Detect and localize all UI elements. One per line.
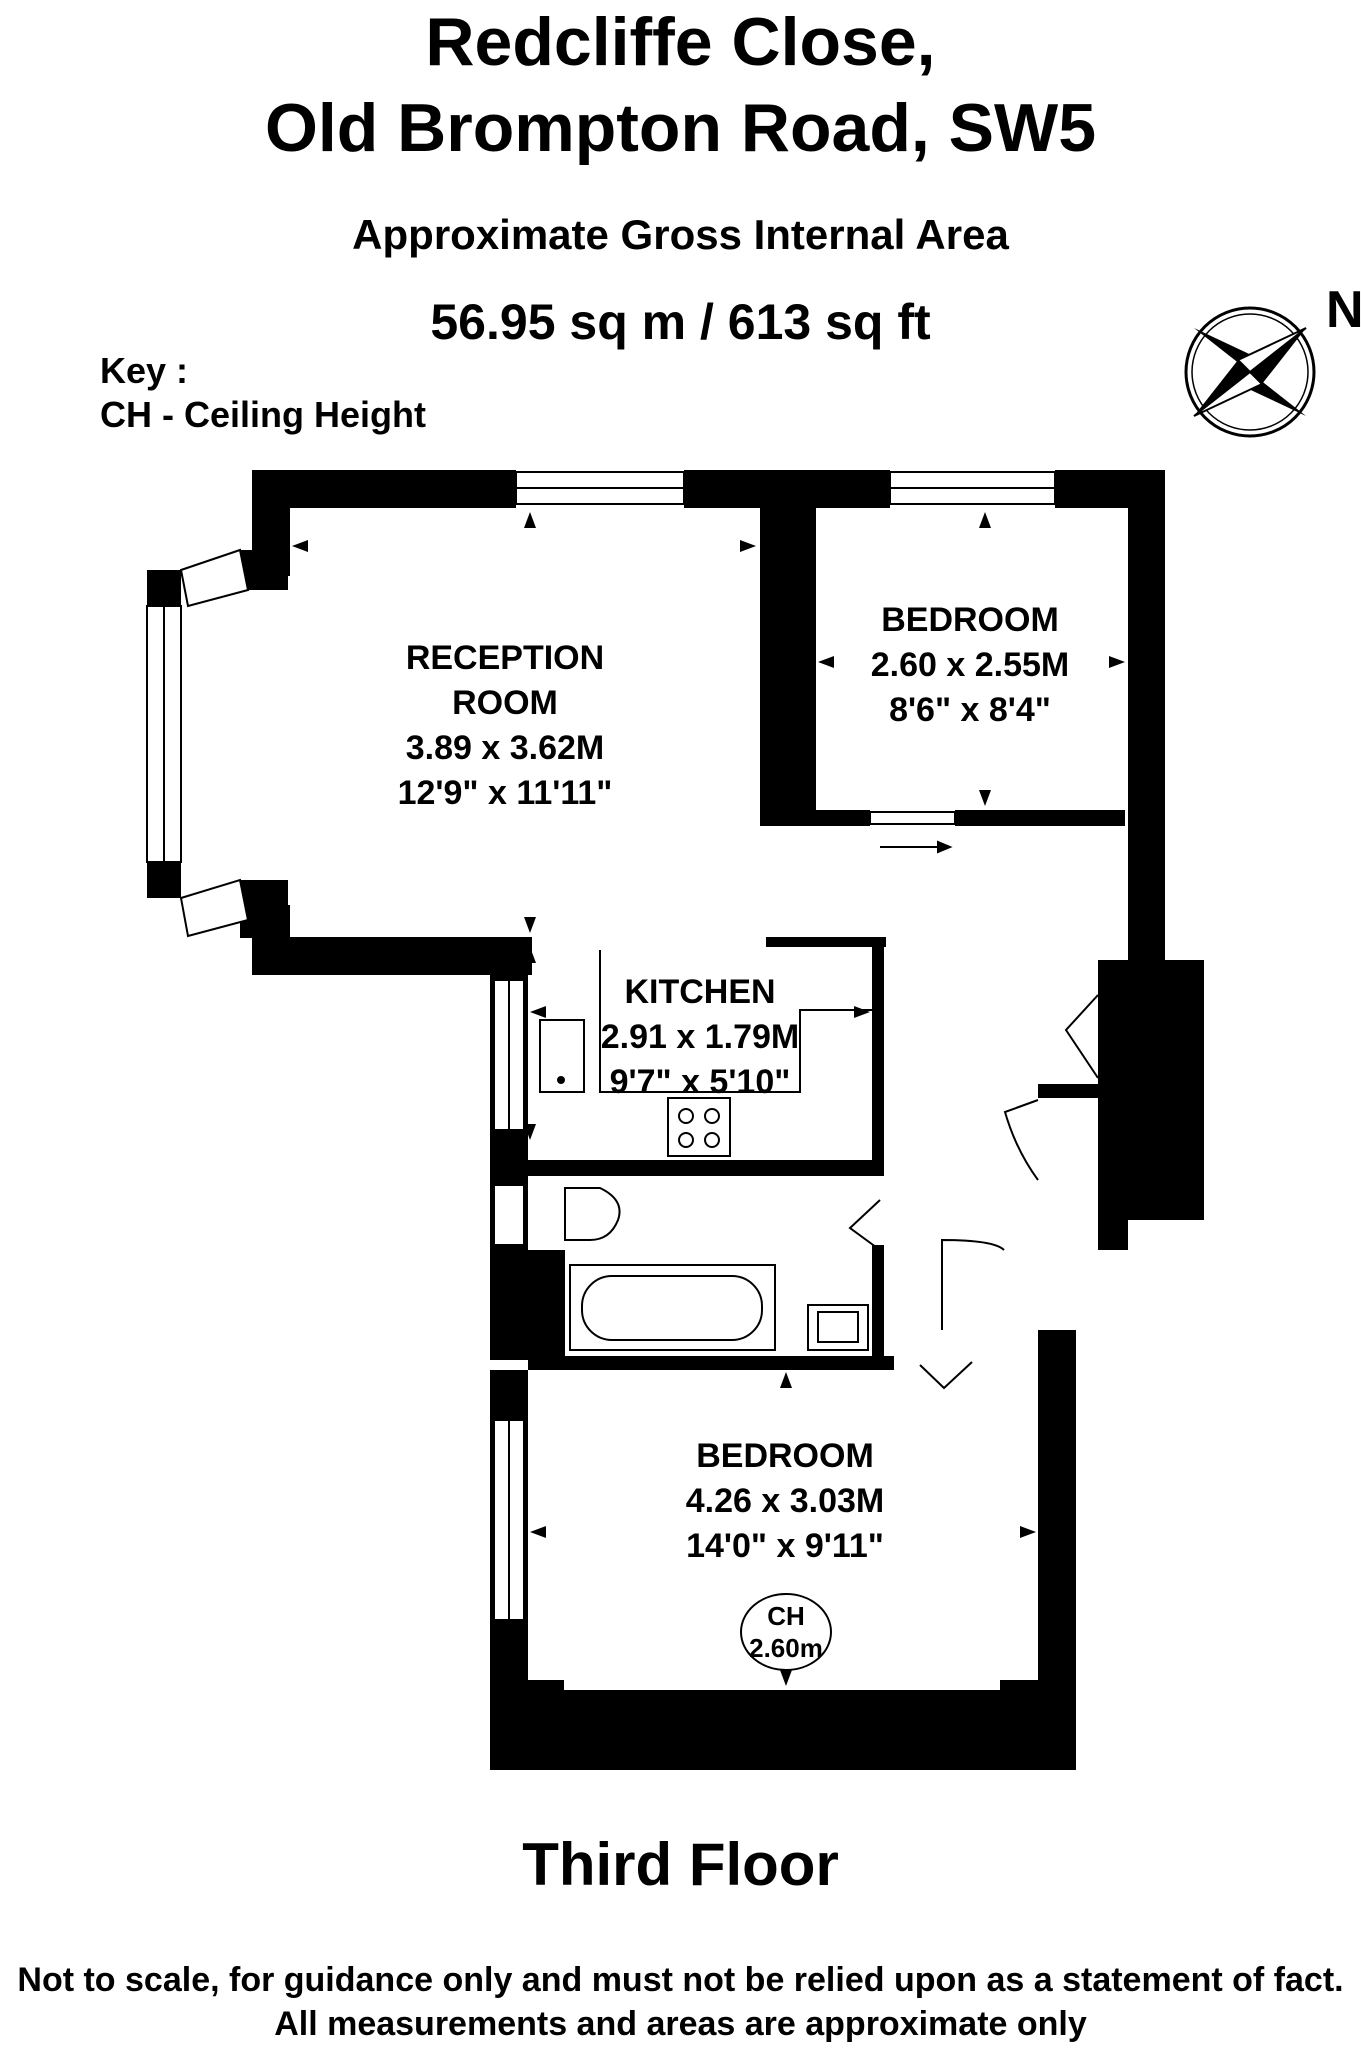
area-subtitle: Approximate Gross Internal Area (352, 211, 1009, 258)
windows (146, 471, 1056, 1621)
room-label-bedroom2: BEDROOM 4.26 x 3.03M 14'0" x 9'11" (650, 1434, 920, 1569)
kitchen-fittings (539, 950, 872, 1157)
room-name-reception-line2: ROOM (452, 684, 558, 722)
property-title-line2: Old Brompton Road, SW5 (264, 90, 1097, 166)
doors (848, 840, 1099, 1390)
room-size-reception-imperial: 12'9" x 11'11" (397, 774, 613, 812)
exterior-walls (147, 470, 1204, 1770)
room-name-bedroom1: BEDROOM (881, 601, 1059, 639)
room-size-kitchen-imperial: 9'7" x 5'10" (609, 1063, 791, 1101)
room-name-reception-line1: RECEPTION (405, 639, 605, 677)
ceiling-height-abbrev: CH (767, 1601, 805, 1631)
room-name-bedroom2: BEDROOM (696, 1437, 874, 1475)
room-size-reception-metric: 3.89 x 3.62M (405, 729, 605, 767)
ceiling-height-value: 2.60m (749, 1633, 823, 1663)
room-size-bedroom1-imperial: 8'6" x 8'4" (889, 691, 1051, 729)
disclaimer-line2: All measurements and areas are approxima… (274, 2005, 1087, 2043)
room-label-reception: RECEPTION ROOM 3.89 x 3.62M 12'9" x 11'1… (370, 636, 640, 816)
bathroom-fittings (564, 1187, 869, 1351)
room-label-kitchen: KITCHEN 2.91 x 1.79M 9'7" x 5'10" (565, 970, 835, 1105)
room-size-bedroom2-imperial: 14'0" x 9'11" (686, 1527, 884, 1565)
ceiling-height-label: CH 2.60m (741, 1600, 831, 1664)
north-label: N (1326, 281, 1361, 339)
ceiling-height-marker (740, 1593, 832, 1671)
room-size-kitchen-metric: 2.91 x 1.79M (600, 1018, 800, 1056)
key-entry-ceiling-height: CH - Ceiling Height (100, 394, 426, 435)
room-label-bedroom1: BEDROOM 2.60 x 2.55M 8'6" x 8'4" (830, 598, 1110, 733)
room-size-bedroom2-metric: 4.26 x 3.03M (685, 1482, 885, 1520)
gross-internal-area: 56.95 sq m / 613 sq ft (430, 294, 931, 350)
dimension-arrows (292, 512, 1125, 1686)
compass-icon (1184, 306, 1316, 438)
floor-label: Third Floor (522, 1831, 839, 1898)
room-size-bedroom1-metric: 2.60 x 2.55M (870, 646, 1070, 684)
room-name-kitchen: KITCHEN (624, 973, 776, 1011)
key-title: Key : (100, 350, 189, 391)
property-title-line1: Redcliffe Close, (425, 4, 936, 80)
disclaimer-line1: Not to scale, for guidance only and must… (17, 1961, 1344, 1999)
